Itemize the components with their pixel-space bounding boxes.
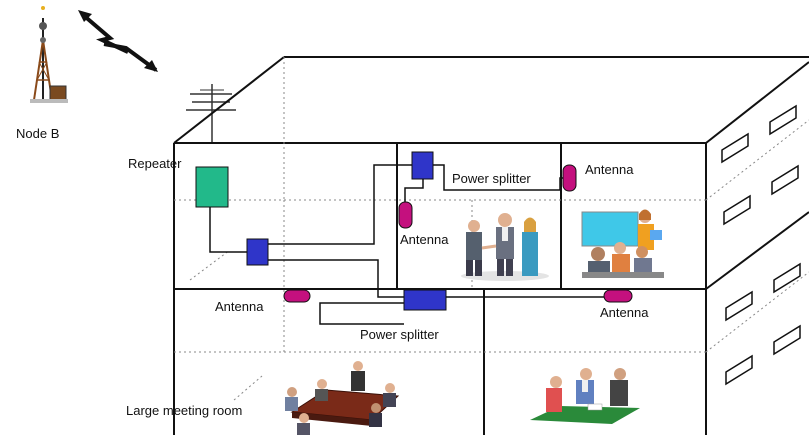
power-splitter-top [411, 151, 434, 180]
power-splitter-bottom-label: Power splitter [360, 327, 439, 342]
power-splitter-left [246, 238, 269, 266]
presentation-illustration [581, 209, 664, 278]
repeater-label: Repeater [128, 156, 182, 171]
small-meeting-illustration [530, 368, 640, 424]
antenna-middle-label: Antenna [400, 232, 449, 247]
repeater-unit [195, 166, 229, 208]
building-hidden-lines [174, 57, 809, 401]
large-meeting-room-label: Large meeting room [126, 403, 243, 418]
side-windows [721, 104, 801, 386]
power-splitter-bottom [403, 289, 447, 311]
cables [209, 164, 608, 325]
node-b-label: Node B [16, 126, 60, 141]
meeting-table-illustration [285, 361, 400, 435]
antenna-middle [398, 201, 413, 229]
antenna-top-right [562, 164, 577, 192]
power-splitter-top-label: Power splitter [452, 171, 531, 186]
business-people-illustration [461, 213, 549, 281]
lightning-signal-icon [78, 10, 158, 72]
building-outline [173, 56, 809, 435]
antenna-left-label: Antenna [215, 299, 264, 314]
antenna-bottom-right-label: Antenna [600, 305, 649, 320]
cell-tower-icon [30, 6, 68, 103]
antenna-bottom-right [603, 289, 633, 303]
antenna-left [283, 289, 311, 303]
antenna-top-right-label: Antenna [585, 162, 634, 177]
